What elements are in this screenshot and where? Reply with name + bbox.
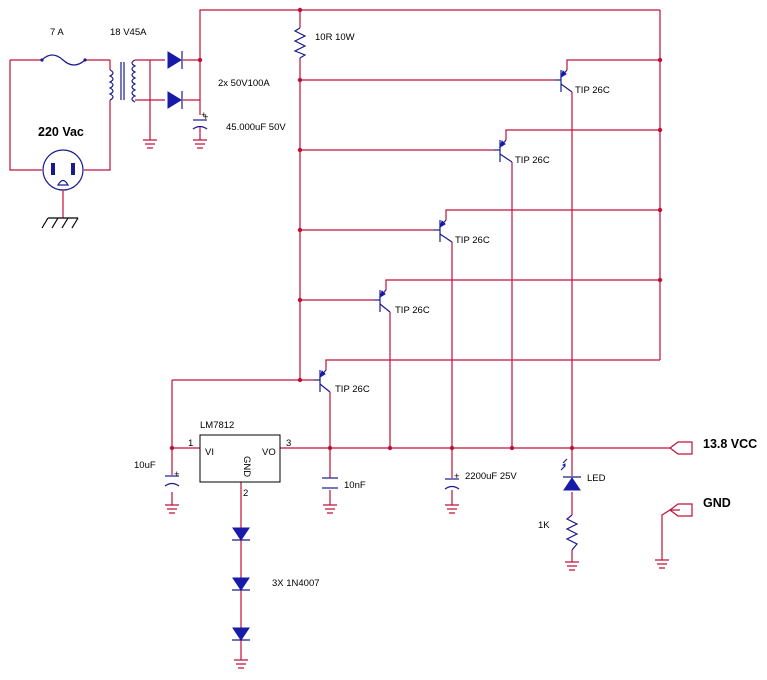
polarity-plus: + bbox=[454, 471, 460, 482]
regulator-label: LM7812 bbox=[200, 420, 234, 431]
capacitor-2200uf bbox=[444, 478, 460, 514]
regulator-gnd: GND bbox=[241, 456, 252, 477]
wires bbox=[9, 9, 680, 660]
pin-2: 2 bbox=[243, 488, 248, 499]
output-gnd-label: GND bbox=[703, 496, 731, 510]
ground-symbol bbox=[234, 659, 248, 669]
output-vcc-label: 13.8 VCC bbox=[703, 437, 757, 451]
terminal-vcc bbox=[669, 441, 693, 455]
transformer bbox=[108, 59, 137, 103]
mains-label: 220 Vac bbox=[38, 125, 84, 139]
bridge-label: 2x 50V100A bbox=[218, 78, 270, 89]
led-label: LED bbox=[587, 473, 606, 484]
svg-text:+: + bbox=[201, 110, 207, 121]
rectifier-diode-2 bbox=[167, 91, 183, 109]
labels: 7 A 18 V45A 220 Vac 2x 50V100A 45.000uF … bbox=[38, 27, 757, 589]
transistor-label-q5: TIP 26C bbox=[335, 384, 370, 395]
resistor-1k bbox=[565, 514, 579, 571]
diode-1n4007-3 bbox=[232, 627, 250, 641]
transistor-q3 bbox=[434, 219, 453, 243]
mains-socket bbox=[41, 149, 84, 229]
transistor-label-q4: TIP 26C bbox=[395, 305, 430, 316]
polarity-plus: + bbox=[203, 112, 209, 123]
cap-10nf-label: 10nF bbox=[344, 480, 366, 491]
regulator-lm7812 bbox=[199, 434, 281, 483]
transistor-label-q2: TIP 26C bbox=[515, 155, 550, 166]
transistor-q4 bbox=[374, 289, 391, 313]
pin-1: 1 bbox=[188, 438, 193, 449]
polarity-plus: + bbox=[174, 469, 180, 480]
ground-symbol bbox=[143, 139, 157, 149]
pin-3: 3 bbox=[286, 438, 291, 449]
cap-10uf-label: 10uF bbox=[134, 460, 156, 471]
transistor-q1 bbox=[555, 69, 573, 93]
transformer-label: 18 V45A bbox=[110, 27, 147, 38]
regulator-vo: VO bbox=[262, 447, 276, 458]
led bbox=[560, 458, 581, 491]
rectifier-diode-1 bbox=[167, 51, 183, 69]
capacitor-10uf bbox=[164, 475, 180, 514]
diode-1n4007-1 bbox=[232, 527, 250, 541]
resistor-10r bbox=[293, 27, 307, 59]
cap-2200uf-label: 2200uF 25V bbox=[465, 471, 517, 482]
resistor-1k-label: 1K bbox=[538, 520, 550, 531]
junction-dots bbox=[169, 7, 663, 451]
diode-1n4007-2 bbox=[232, 577, 250, 591]
transistor-q5 bbox=[314, 369, 331, 393]
fuse bbox=[40, 54, 87, 66]
transistor-label-q3: TIP 26C bbox=[455, 235, 490, 246]
regulator-vi: VI bbox=[205, 447, 214, 458]
terminal-gnd bbox=[655, 503, 693, 569]
filter-cap-label: 45.000uF 50V bbox=[226, 122, 286, 133]
filter-capacitor: + bbox=[192, 110, 208, 149]
transistor-label-q1: TIP 26C bbox=[575, 85, 610, 96]
fuse-label: 7 A bbox=[50, 27, 64, 38]
transistor-q2 bbox=[494, 139, 513, 163]
diodes-label: 3X 1N4007 bbox=[272, 578, 320, 589]
resistor-label: 10R 10W bbox=[315, 32, 355, 43]
capacitor-10nf bbox=[322, 477, 338, 514]
